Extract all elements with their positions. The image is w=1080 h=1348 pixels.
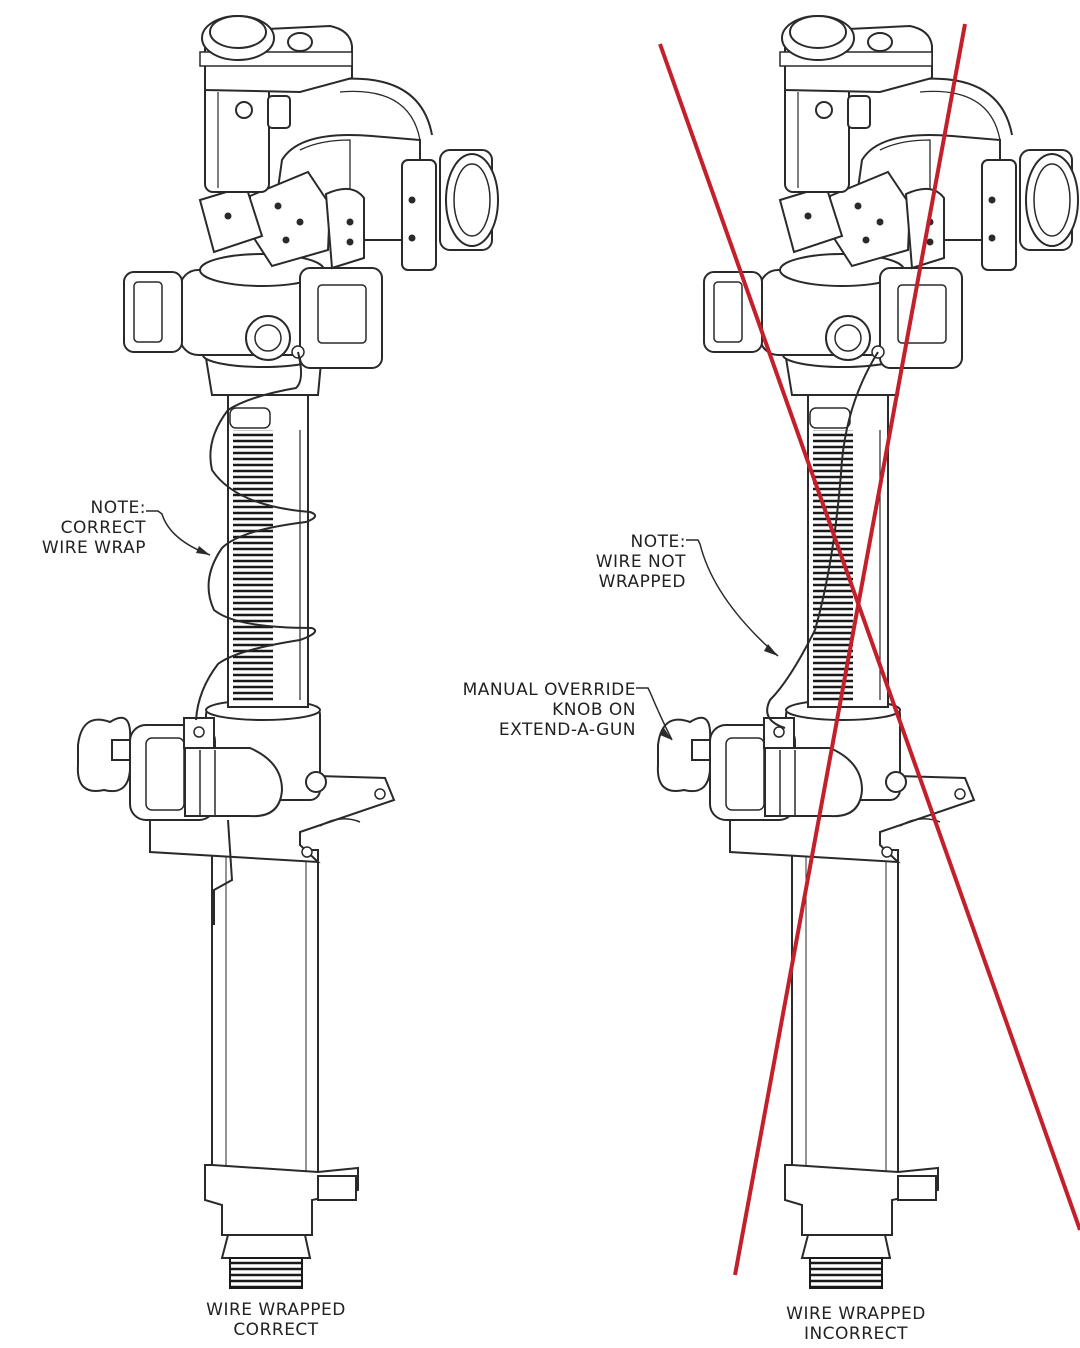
right-monitor-assembly <box>656 15 1079 1289</box>
right-caption: WIRE WRAPPED INCORRECT <box>786 1304 926 1344</box>
left-wrapped-wire <box>195 351 317 721</box>
left-note-label: NOTE: CORRECT WIRE WRAP <box>41 498 146 558</box>
right-note-label: NOTE: WIRE NOT WRAPPED <box>595 532 686 592</box>
leader-lines <box>146 510 779 741</box>
manual-override-knob-label: MANUAL OVERRIDE KNOB ON EXTEND-A-GUN <box>462 680 636 740</box>
incorrect-cross-mark <box>658 23 1080 1276</box>
left-monitor-assembly <box>76 15 499 1289</box>
left-caption: WIRE WRAPPED CORRECT <box>206 1300 346 1340</box>
right-loose-wire <box>766 351 879 729</box>
